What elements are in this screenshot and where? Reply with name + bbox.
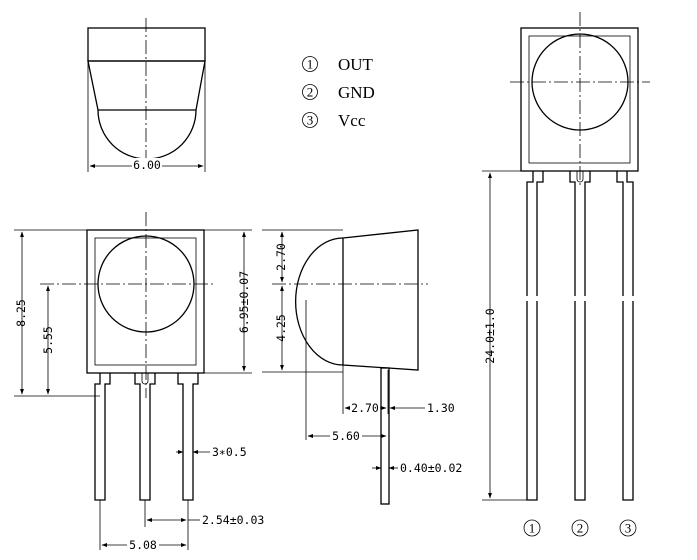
side-view: 2.70 4.25 2.70 1.30 5.60 0.40±0.02 [262, 229, 462, 505]
front-body-inner [94, 237, 197, 366]
right-view: 24.0±1.0 1 2 3 [482, 12, 650, 537]
dim-lead-span: 5.08 [129, 538, 157, 552]
legend-label-1: OUT [338, 55, 374, 74]
dim-lead-pitch: 2.54±0.03 [202, 513, 264, 527]
dim-overall-height: 8.25 [14, 299, 28, 327]
pin-circle-2 [571, 519, 589, 537]
side-lens [295, 237, 344, 366]
right-lead-2-lower [574, 301, 586, 501]
dim-body-height: 6.95±0.07 [237, 271, 251, 333]
legend-label-3: Vcc [338, 111, 366, 130]
dim-top-to-center: 2.70 [274, 243, 288, 271]
dim-lead-width: 3∗0.5 [212, 445, 247, 459]
right-lead-3-lower [622, 301, 634, 501]
dim-lead-length: 24.0±1.0 [483, 308, 497, 363]
legend-num-1: 1 [307, 57, 314, 72]
legend-num-2: 2 [307, 85, 314, 100]
top-view-body-lower [87, 60, 206, 111]
dim-body-depth: 1.30 [427, 401, 455, 415]
front-lead-3 [177, 373, 199, 501]
front-view: 8.25 5.55 6.95±0.07 3∗0.5 2.54±0.03 5.08 [14, 212, 264, 552]
front-body-outer [86, 229, 205, 374]
dim-center-to-bottom: 4.25 [274, 314, 288, 342]
pin-label-2: 2 [577, 521, 584, 536]
dim-top-width: 6.00 [133, 158, 161, 172]
pin-circle-1 [523, 519, 541, 537]
right-body-inner [528, 35, 631, 164]
pin-circle-3 [619, 519, 637, 537]
right-lead-2-upper [569, 171, 591, 296]
side-body [342, 229, 419, 371]
legend-circle-3 [302, 112, 318, 128]
top-view: 6.00 [87, 18, 206, 172]
dim-lens-depth: 2.70 [351, 401, 379, 415]
pin-label-3: 3 [625, 521, 632, 536]
right-lead-1-lower [526, 301, 538, 501]
right-lead-1-upper [526, 171, 544, 296]
front-lead-2 [134, 373, 156, 501]
front-lead-1 [94, 373, 111, 501]
right-lead-3-upper [616, 171, 634, 296]
legend-label-2: GND [338, 83, 375, 102]
dim-side-depth: 5.60 [332, 429, 360, 443]
dim-lens-center-height: 5.55 [41, 326, 55, 354]
legend-circle-2 [302, 84, 318, 100]
top-view-body-upper [87, 27, 206, 62]
top-view-lens [97, 109, 197, 160]
legend-num-3: 3 [307, 113, 314, 128]
pin-legend: 1 OUT 2 GND 3 Vcc [302, 55, 375, 130]
pin-label-1: 1 [529, 521, 536, 536]
right-body-outer [520, 27, 639, 172]
legend-circle-1 [302, 56, 318, 72]
dim-lead-thickness: 0.40±0.02 [400, 461, 462, 475]
